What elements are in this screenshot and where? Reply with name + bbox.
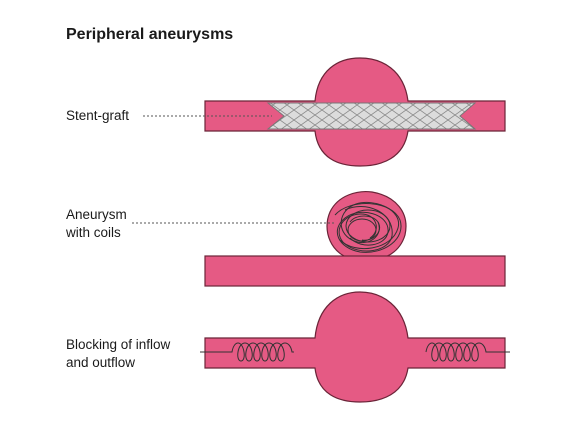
label-line: Aneurysm [66,207,127,222]
label-aneurysm-with-coils: Aneurysm with coils [66,206,127,242]
vessel-with-aneurysm [204,291,506,403]
label-line: Blocking of inflow [66,337,171,352]
panel-blocking [200,291,510,403]
parent-vessel [204,255,506,287]
panel-aneurysm-coils [132,190,506,287]
label-blocking-inflow-outflow: Blocking of inflow and outflow [66,336,170,372]
inflow-coil [200,342,294,362]
stent-graft-mesh [266,102,477,130]
label-stent-graft: Stent-graft [66,108,130,123]
coil-mass [334,202,402,253]
outflow-coil [425,342,510,362]
label-line: with coils [66,225,121,240]
panel-stent-graft [143,57,506,167]
figure-title: Peripheral aneurysms [66,26,234,43]
label-line: and outflow [66,355,136,370]
aneurysm-neck-overlay [350,257,376,260]
